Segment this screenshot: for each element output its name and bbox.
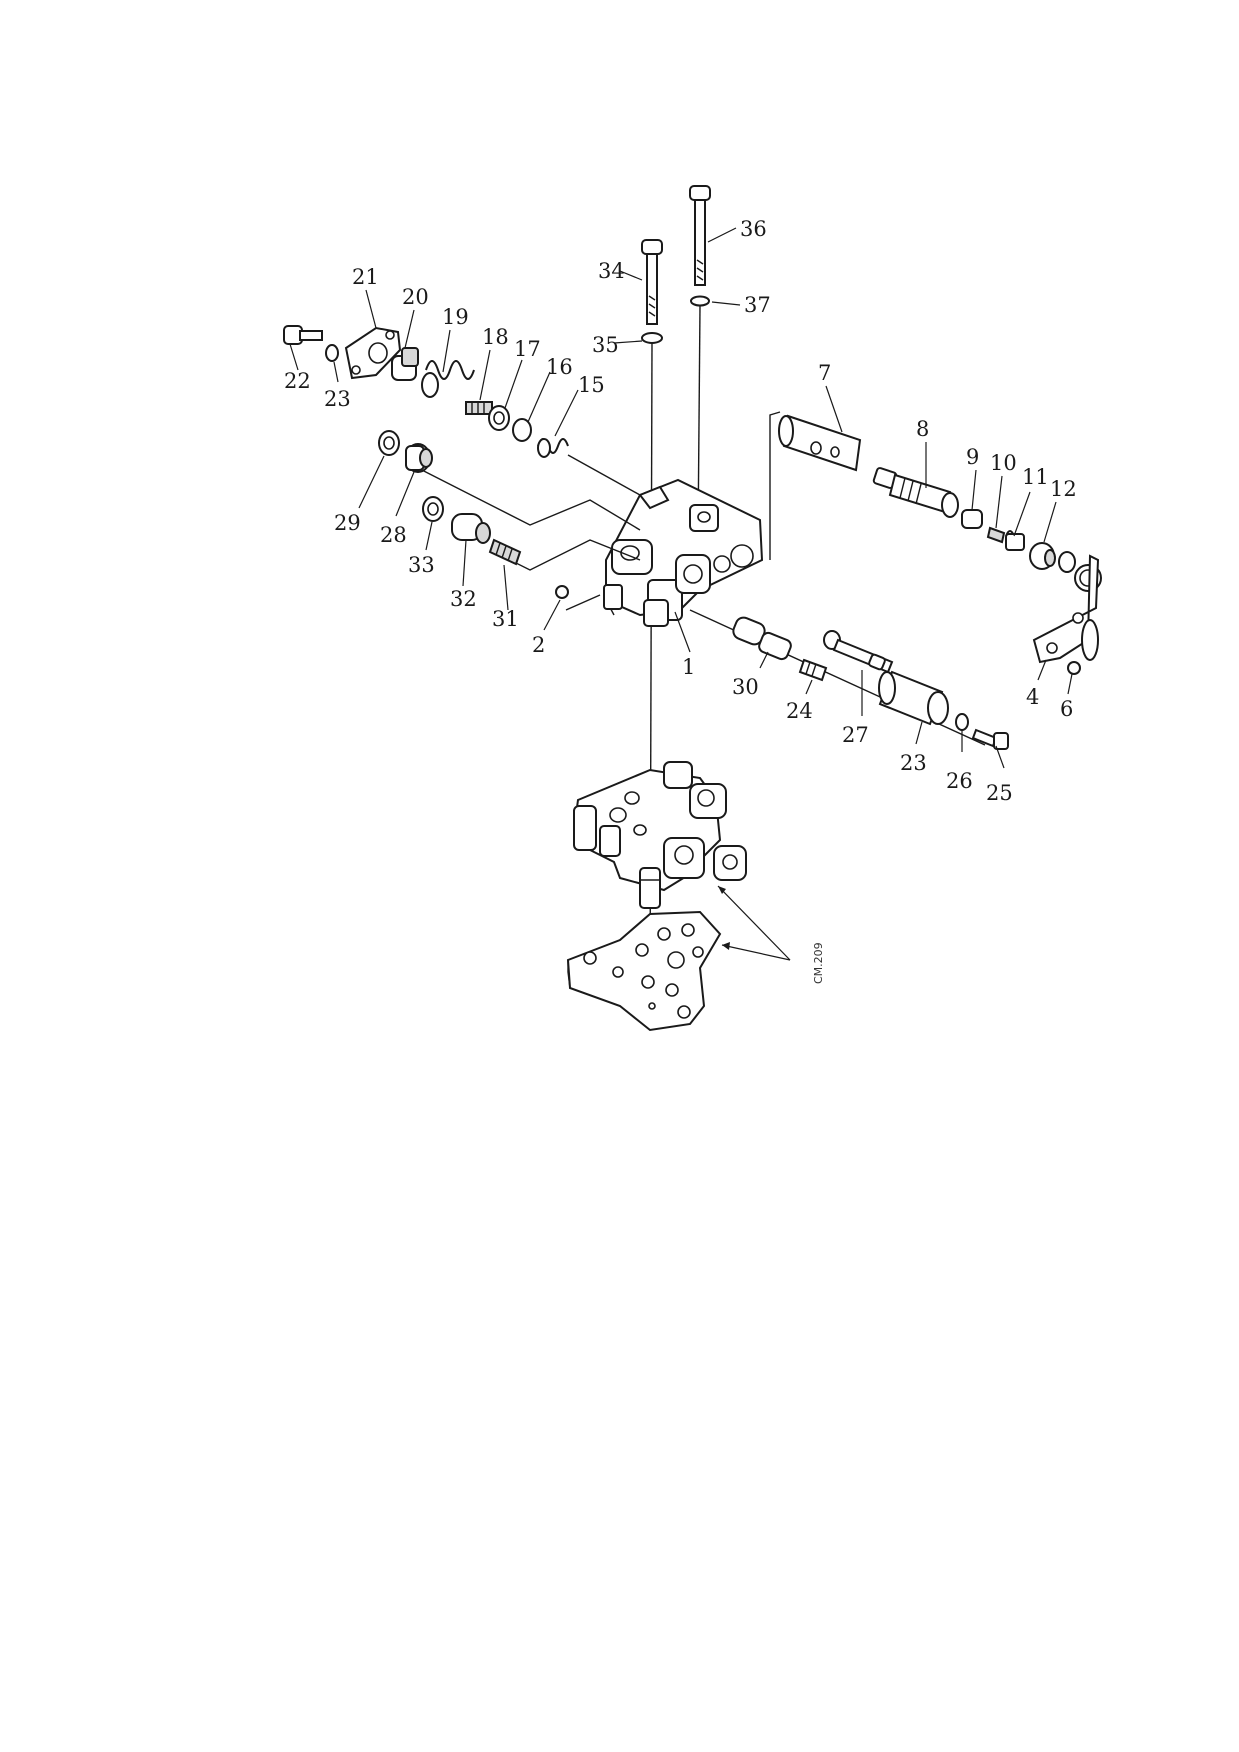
spool-7 [778, 414, 862, 472]
spring-14 [537, 438, 569, 458]
callout-7: 7 [818, 361, 831, 385]
arrowhead-plate [722, 942, 730, 950]
bolt-34 [641, 239, 663, 325]
callout-20: 21 [352, 265, 379, 289]
assembly-line-27 [411, 464, 641, 531]
callout-labels: 34 36 35 37 21 20 19 18 17 16 15 22 23 2… [284, 217, 1077, 805]
spool-8 [872, 467, 959, 518]
plate-4 [1032, 554, 1100, 664]
assembly-line-7 [769, 411, 781, 560]
spool-26 [823, 630, 894, 674]
spring-30 [798, 658, 828, 682]
callout-15: 16 [546, 355, 573, 379]
callout-12: 12 [1050, 477, 1077, 501]
callout-31: 31 [492, 607, 519, 631]
plug-12 [1029, 542, 1056, 570]
washer-6 [1067, 661, 1081, 675]
callout-9: 9 [966, 445, 979, 469]
washer-25 [955, 713, 969, 731]
callout-26: 27 [842, 723, 869, 747]
arrowhead-housing [718, 886, 726, 894]
callout-25: 26 [946, 769, 973, 793]
callout-27: 28 [380, 523, 407, 547]
callout-19: 20 [402, 285, 429, 309]
assembly-line-2 [565, 594, 601, 611]
ring-28 [378, 430, 400, 456]
plug-9 [961, 509, 983, 529]
washer-37 [690, 295, 710, 307]
plug-32 [451, 513, 491, 544]
drawing-reference: CM.209 [812, 942, 825, 984]
ring-16 [488, 405, 510, 431]
spring-31 [488, 538, 522, 566]
callout-14: 15 [578, 373, 605, 397]
bolt-36 [689, 185, 711, 286]
plug-19 [391, 347, 419, 381]
spring-10 [986, 526, 1006, 544]
plug-27 [405, 443, 433, 473]
ring-33 [422, 496, 444, 522]
callout-35: 35 [592, 333, 619, 357]
callout-29: 30 [732, 675, 759, 699]
callout-33: 33 [408, 553, 435, 577]
callout-4: 4 [1026, 685, 1039, 709]
arrow-to-plate [721, 944, 791, 961]
callout-6: 6 [1060, 697, 1073, 721]
bolt-24 [971, 728, 1009, 750]
ring-15 [512, 418, 532, 442]
base-plate [566, 910, 722, 1032]
callout-2: 2 [532, 633, 545, 657]
spring-17 [465, 401, 493, 415]
callout-32: 32 [450, 587, 477, 611]
ball-2 [555, 585, 569, 599]
leader-lines [289, 227, 1073, 769]
assembly-line-upper [567, 454, 641, 496]
callout-16: 17 [514, 337, 541, 361]
callout-23: 23 [900, 751, 927, 775]
callout-24: 25 [986, 781, 1013, 805]
bolt-21 [283, 325, 323, 345]
callout-10: 10 [990, 451, 1017, 475]
callout-17: 18 [482, 325, 509, 349]
callout-22: 23 [324, 387, 351, 411]
callout-1: 1 [682, 655, 695, 679]
callout-21: 22 [284, 369, 311, 393]
arrow-to-housing [717, 885, 791, 961]
washer-22 [325, 344, 339, 362]
callout-11: 11 [1022, 465, 1049, 489]
sleeve-23 [878, 670, 949, 726]
spring-18 [421, 360, 475, 398]
callout-8: 8 [916, 417, 929, 441]
lower-housing [572, 761, 747, 909]
callout-30: 24 [786, 699, 813, 723]
plug-29 [732, 616, 792, 661]
callout-18: 19 [442, 305, 469, 329]
callout-34: 34 [598, 259, 625, 283]
callout-36: 36 [740, 217, 767, 241]
washer-35 [641, 332, 663, 344]
valve-body-1 [603, 478, 764, 627]
callout-28: 29 [334, 511, 361, 535]
callout-37: 37 [744, 293, 771, 317]
